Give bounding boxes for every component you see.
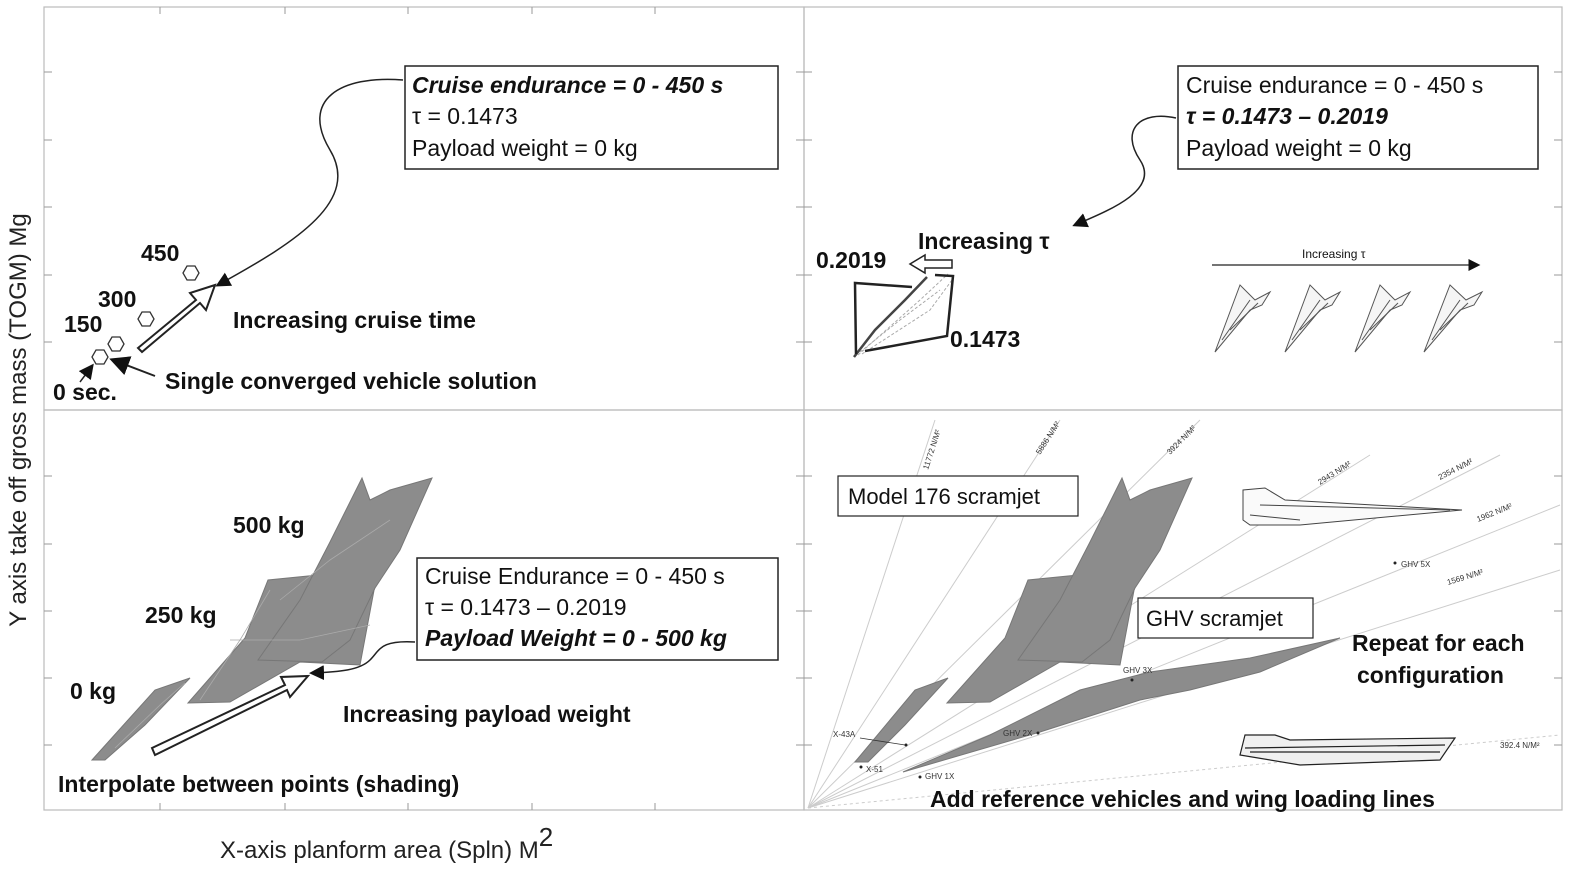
panel-frames [43,6,1563,811]
br-repeat-line1: Repeat for each [1352,630,1525,656]
tr-vehicle-row-label: Increasing τ [1302,247,1366,261]
y-axis-label: Y axis take off gross mass (TOGM) Mg [5,213,32,626]
ref-ghv3x: GHV 3X [1123,666,1153,675]
tr-vehicle-sketch-2 [1284,284,1342,353]
bl-curved-arrow [309,641,416,681]
br-ghv-box [1137,597,1314,639]
tl-box-line3: Payload weight = 0 kg [412,135,638,161]
tl-increasing-arrow [136,283,217,354]
tr-label-high: 0.2019 [816,247,886,273]
tl-label-0: 0 sec. [53,379,117,405]
x-axis-label: X-axis planform area (Spln) M2 [220,822,553,864]
tl-hexagons [91,265,200,365]
tl-increasing-label: Increasing cruise time [233,307,476,333]
bl-box-line3: Payload Weight = 0 - 500 kg [425,625,727,651]
hex-150 [107,336,125,352]
ref-x51: X-51 [866,765,883,774]
wl-label-1962: 1962 N/M² [1475,501,1513,523]
tl-label-150: 150 [64,311,102,337]
tl-arrow-0 [78,363,94,383]
tr-vehicle-row: Increasing τ [1212,247,1484,353]
x-axis-label-sup: 2 [539,822,553,852]
tl-arrow-single [109,356,156,377]
hex-300 [137,311,155,327]
tr-box-line3: Payload weight = 0 kg [1186,135,1412,161]
wl-label-3924: 3924 N/M² [1165,423,1198,456]
bl-box-line2: τ = 0.1473 – 0.2019 [425,594,627,620]
panel-bottom-left: 500 kg 250 kg 0 kg Cruise Endurance = 0 … [58,476,779,797]
tr-tau-curves [853,273,955,358]
wl-label-5886: 5886 N/M² [1034,420,1062,457]
bl-shaded-regions [90,476,433,761]
ref-ghv1x: GHV 1X [925,772,955,781]
br-vehicle-sketch-top [1242,487,1463,526]
br-wing-loading-labels: 11772 N/M² 5886 N/M² 3924 N/M² 2943 N/M²… [921,420,1540,750]
tr-info-box [1177,65,1539,170]
panel-top-right: Cruise endurance = 0 - 450 s τ = 0.1473 … [816,65,1539,358]
br-repeat-line2: configuration [1357,662,1504,688]
tl-info-box [404,65,779,170]
bl-increasing-arrow [150,674,311,757]
br-vehicle-sketch-bottom [1239,734,1457,766]
bl-region-0kg [90,677,191,761]
tr-increasing-label: Increasing τ [918,228,1050,254]
panel-br-frame [803,409,1563,811]
hex-0 [91,349,109,365]
tl-label-450: 450 [141,240,179,266]
br-region-model176-500kg [1017,476,1193,663]
wl-label-2943: 2943 N/M² [1316,459,1353,487]
tr-vehicle-sketch-4 [1423,284,1484,353]
bl-label-500: 500 kg [233,512,305,538]
bl-region-lines [114,519,391,749]
tr-label-low: 0.1473 [950,326,1020,352]
tl-curved-arrow [215,78,404,287]
panel-bottom-right: 11772 N/M² 5886 N/M² 3924 N/M² 2943 N/M²… [807,420,1561,812]
ref-ghv2x: GHV 2X [1003,729,1033,738]
br-region-ghv [902,637,1341,773]
tr-small-arrow [908,253,953,275]
wl-label-11772: 11772 N/M² [921,428,942,470]
hex-450 [182,265,200,281]
br-ghv-label: GHV scramjet [1146,606,1283,631]
tr-box-line2: τ = 0.1473 – 0.2019 [1186,103,1388,129]
tl-box-line1: Cruise endurance = 0 - 450 s [412,72,723,98]
tr-curved-arrow [1072,115,1177,228]
ref-ghv5x: GHV 5X [1401,560,1431,569]
bl-label-0: 0 kg [70,678,116,704]
br-add-reference-label: Add reference vehicles and wing loading … [930,786,1435,812]
br-model176-label: Model 176 scramjet [848,484,1040,509]
wl-label-392: 392.4 N/M² [1500,741,1540,750]
bl-interpolate-label: Interpolate between points (shading) [58,771,459,797]
x-axis-label-main: X-axis planform area (Spln) M [220,837,539,864]
bl-label-250: 250 kg [145,602,217,628]
br-model176-box [837,475,1079,517]
bl-box-line1: Cruise Endurance = 0 - 450 s [425,563,725,589]
tl-single-label: Single converged vehicle solution [165,368,537,394]
bl-increasing-label: Increasing payload weight [343,701,631,727]
ref-x43a: X-43A [833,730,856,739]
wl-label-1569: 1569 N/M² [1446,567,1485,587]
tick-marks [44,7,1562,810]
tl-label-300: 300 [98,286,136,312]
tl-box-line2: τ = 0.1473 [412,103,518,129]
bl-info-box [416,557,779,661]
br-reference-points: X-43A X-51 GHV 1X GHV 2X GHV 3X GHV 5X [833,560,1431,781]
tr-box-line1: Cruise endurance = 0 - 450 s [1186,72,1483,98]
tr-vehicle-sketch-1 [1214,284,1272,353]
bl-region-500kg [257,476,433,663]
panel-top-left: Cruise endurance = 0 - 450 s τ = 0.1473 … [53,65,779,405]
tr-vehicle-sketch-3 [1354,284,1412,353]
